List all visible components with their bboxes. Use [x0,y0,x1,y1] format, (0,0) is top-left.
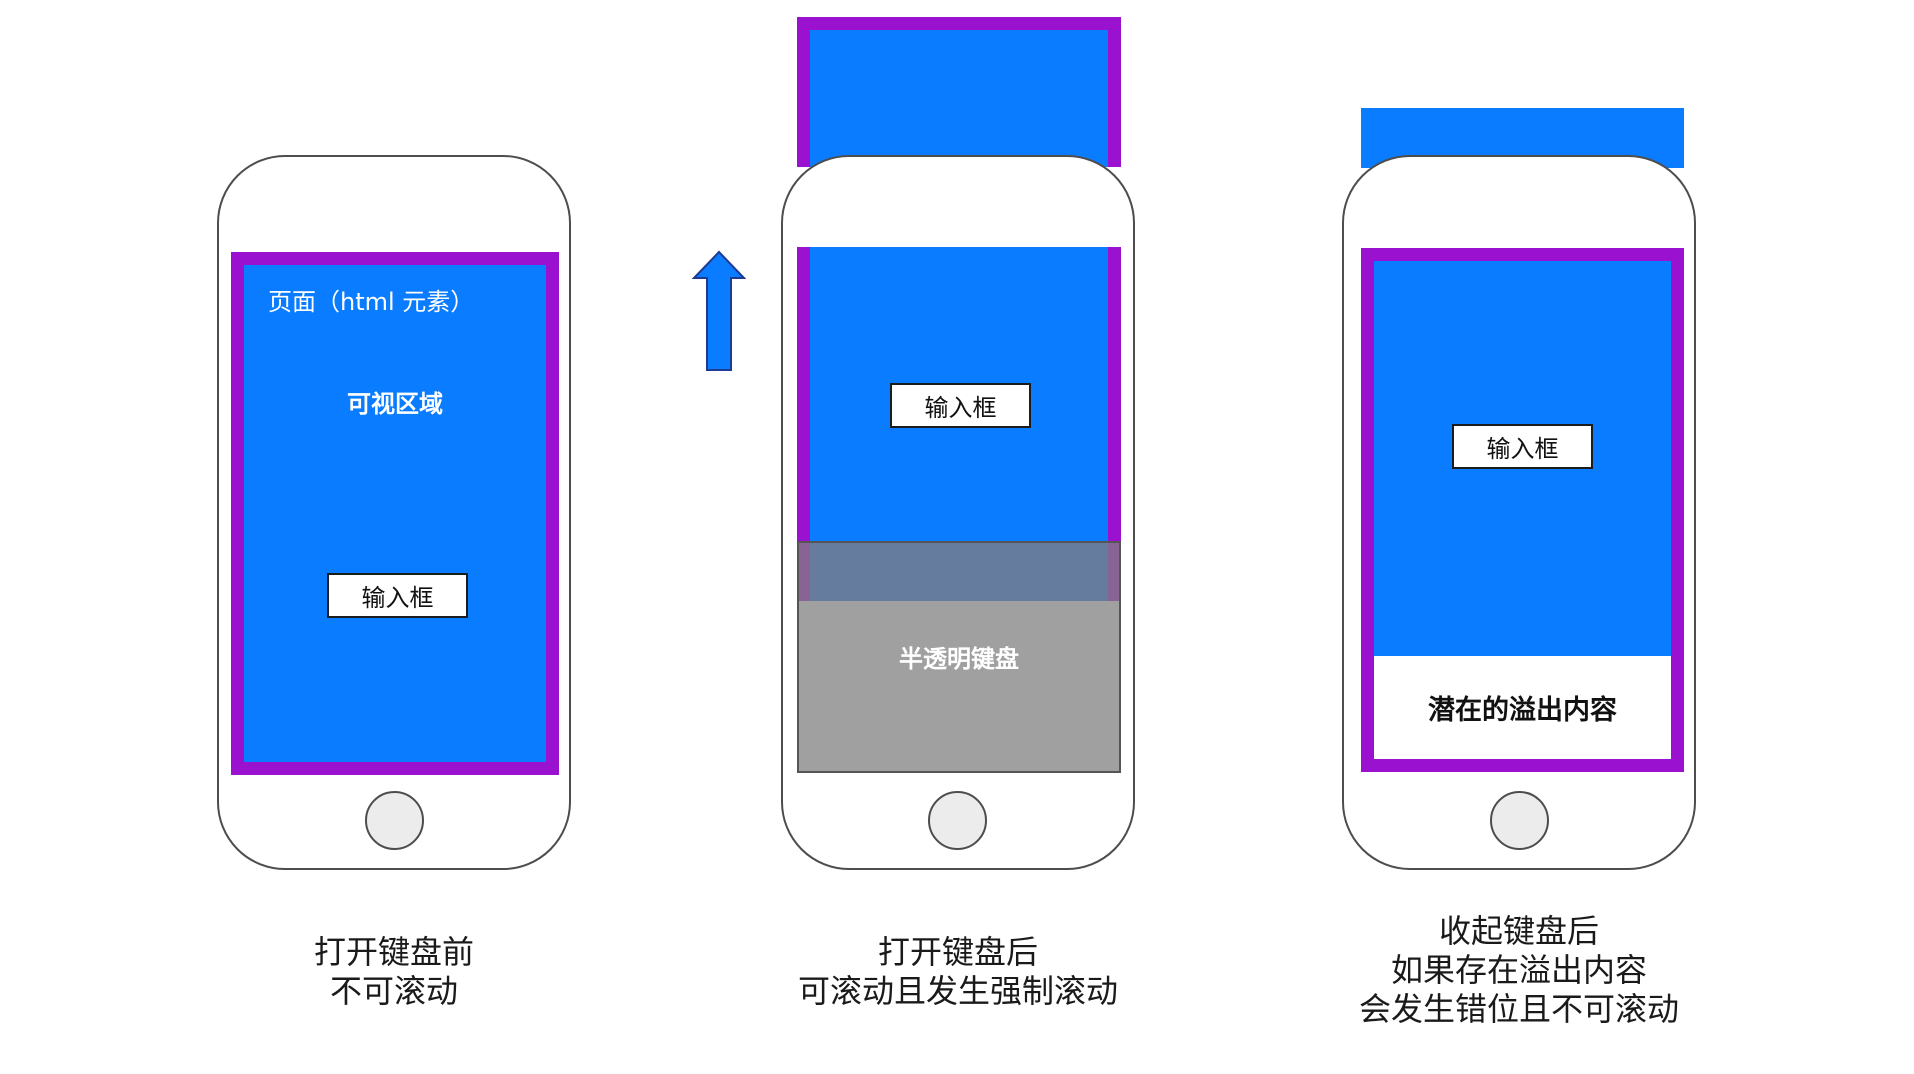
phone-2-keyboard-label: 半透明键盘 [899,645,1019,673]
phone-1-caption-line-1: 打开键盘前 [313,933,474,971]
phone-3-input-box: 输入框 [1452,424,1593,469]
phone-1-page-frame [231,252,559,775]
phone-1-home-button [365,791,424,850]
phone-2-home-button [928,791,987,850]
arrow-up-icon [692,250,746,371]
phone-1-caption: 打开键盘前 不可滚动 [229,933,559,1011]
phone-2-page-right-border [1108,247,1121,543]
phone-2-caption: 打开键盘后 可滚动且发生强制滚动 [763,933,1153,1011]
phone-2-caption-line-1: 打开键盘后 [877,933,1038,971]
phone-3-home-button [1490,791,1549,850]
phone-1-page-label: 页面（html 元素） [268,288,475,316]
phone-2-keyboard-solid [799,601,1119,771]
phone-3-caption-line-2: 如果存在溢出内容 [1390,951,1647,989]
phone-1-input-box: 输入框 [327,573,468,618]
phone-3-caption-line-3: 会发生错位且不可滚动 [1358,990,1679,1028]
phone-3-caption-line-1: 收起键盘后 [1438,912,1599,950]
phone-3-overflow-area: 潜在的溢出内容 [1374,656,1671,759]
phone-2-caption-line-2: 可滚动且发生强制滚动 [797,972,1118,1010]
phone-1-viewport-label: 可视区域 [347,390,443,418]
phone-1-caption-line-2: 不可滚动 [329,972,458,1010]
phone-3-caption: 收起键盘后 如果存在溢出内容 会发生错位且不可滚动 [1324,912,1714,1029]
phone-2-input-box: 输入框 [890,383,1031,428]
phone-2-page-left-border [797,247,810,543]
phone-2-scrolled-page-top-fill [810,30,1108,167]
